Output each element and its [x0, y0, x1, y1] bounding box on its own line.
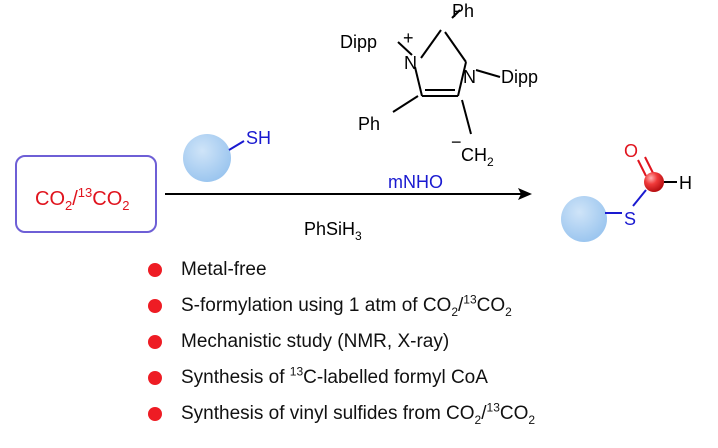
thiol-sh-label: SH [246, 128, 271, 148]
feature-item: Synthesis of vinyl sulfides from CO2/13C… [148, 399, 708, 435]
catalyst-ch2: CH2 [461, 145, 494, 169]
feature-item: Metal-free [148, 255, 708, 291]
product-formyl-carbon [644, 172, 664, 192]
bullet-dot-icon [148, 371, 162, 385]
catalyst-dipp-right: Dipp [501, 67, 538, 87]
catalyst-minus: − [451, 132, 462, 152]
catalyst-structure [392, 9, 501, 135]
feature-item: Mechanistic study (NMR, X-ray) [148, 327, 708, 363]
catalyst-n-left: N [404, 53, 417, 73]
catalyst-n-right: N [463, 67, 476, 87]
product-bond-s-c [632, 189, 647, 207]
reactant-co2-label: CO2/13CO2 [35, 185, 130, 213]
feature-item: S-formylation using 1 atm of CO2/13CO2 [148, 291, 708, 327]
thiol-substrate-ball [183, 134, 231, 182]
thiol-bond [228, 140, 245, 151]
catalyst-plus: + [403, 28, 414, 48]
bullet-dot-icon [148, 299, 162, 313]
feature-text: Metal-free [181, 259, 267, 280]
bullet-dot-icon [148, 263, 162, 277]
bullet-dot-icon [148, 407, 162, 421]
product-h-label: H [679, 173, 692, 193]
reagent-phsih3: PhSiH3 [304, 219, 362, 243]
feature-text: Synthesis of vinyl sulfides from CO2/13C… [181, 400, 536, 427]
feature-text: Synthesis of 13C-labelled formyl CoA [181, 364, 488, 388]
reaction-arrow-head [518, 188, 532, 200]
feature-text: S-formylation using 1 atm of CO2/13CO2 [181, 292, 512, 319]
catalyst-ph-top: Ph [452, 1, 474, 21]
product-bond-c-o-2 [644, 156, 654, 174]
catalyst-ph-left: Ph [358, 114, 380, 134]
catalyst-dipp-left: Dipp [340, 32, 377, 52]
reactant-box [15, 155, 157, 233]
catalyst-label: mNHO [388, 172, 443, 192]
feature-item: Synthesis of 13C-labelled formyl CoA [148, 363, 708, 399]
product-s-label: S [624, 209, 636, 229]
product-substrate-ball [561, 196, 607, 242]
feature-list: Metal-free S-formylation using 1 atm of … [148, 255, 708, 435]
bullet-dot-icon [148, 335, 162, 349]
product-bond-c-o-1 [637, 159, 647, 177]
feature-text: Mechanistic study (NMR, X-ray) [181, 331, 450, 352]
product-o-label: O [624, 141, 638, 161]
